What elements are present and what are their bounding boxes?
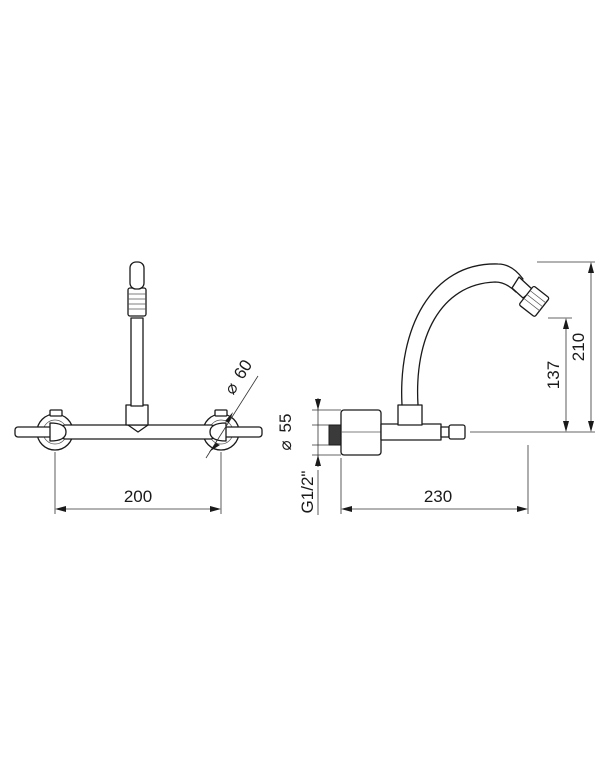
dimension-label-reach: 230 — [424, 487, 452, 506]
dimension-thread: G1/2" — [298, 424, 329, 515]
dimension-200: 200 — [54, 452, 222, 514]
diameter-symbol: ⌀ — [221, 379, 243, 398]
dimension-label-outlet-height: 137 — [544, 361, 563, 389]
dimension-label-wall-plate: 55 — [276, 414, 295, 433]
dimension-210: 210 — [569, 262, 594, 432]
side-spout-collar — [397, 404, 423, 426]
side-aerator — [519, 285, 550, 317]
wall-connector — [328, 409, 382, 456]
side-handle — [440, 424, 466, 440]
spout-tube — [130, 317, 144, 407]
front-view: 200 ⌀ 60 — [14, 261, 263, 514]
spout-collar — [125, 404, 149, 426]
curved-spout — [401, 263, 534, 406]
dimension-137: 137 — [544, 318, 569, 432]
left-lever — [14, 422, 67, 442]
dimension-label-total-height: 210 — [569, 333, 588, 361]
dimension-label-spacing: 200 — [124, 487, 152, 506]
svg-text:⌀ 55: ⌀ 55 — [276, 414, 295, 451]
dimension-diameter-55: ⌀ 55 — [276, 398, 341, 467]
dimension-230: 230 — [340, 445, 529, 514]
svg-text:⌀ 60: ⌀ 60 — [221, 356, 257, 397]
right-flange — [202, 409, 240, 451]
side-body — [380, 423, 442, 441]
aerator — [127, 261, 147, 317]
diameter-symbol-55: ⌀ — [276, 440, 295, 450]
dimension-label-thread: G1/2" — [298, 471, 317, 514]
dimension-label-flange-diameter: 60 — [230, 356, 256, 382]
side-view: 137 210 230 ⌀ — [276, 261, 595, 515]
